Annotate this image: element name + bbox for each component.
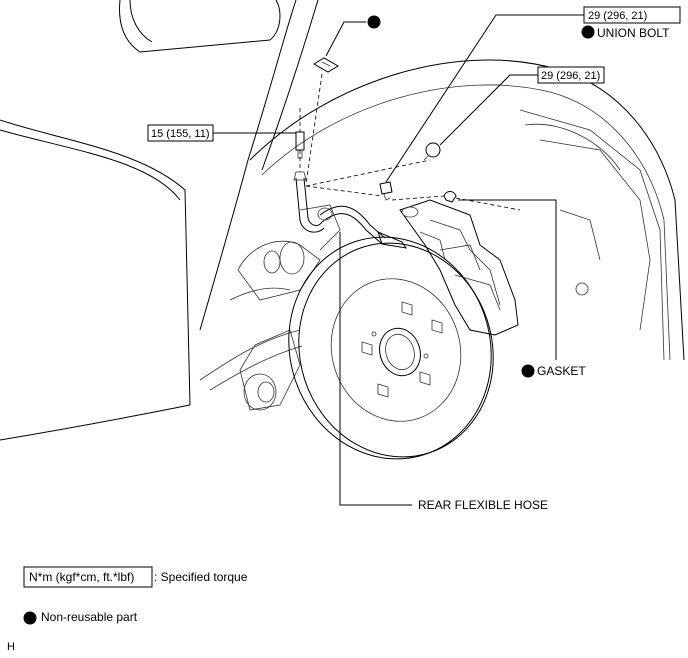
torque-callout-bleeder: 29 (296, 21) xyxy=(537,66,605,84)
legend-non-reusable-icon xyxy=(23,611,37,625)
union-bolt-label: UNION BOLT xyxy=(581,25,670,40)
torque-value-fitting: 15 (155, 11) xyxy=(151,128,210,140)
brake-caliper xyxy=(399,199,519,336)
alignment-dashed-lines xyxy=(299,73,521,211)
bleeder-bolt-part xyxy=(423,142,441,161)
suspension-assembly xyxy=(199,204,341,411)
torque-value-bleeder: 29 (296, 21) xyxy=(541,70,600,82)
leader-lines xyxy=(213,14,584,506)
torque-callout-fitting: 15 (155, 11) xyxy=(147,124,214,142)
torque-legend-desc: : Specified torque xyxy=(154,570,248,584)
nonreusable-legend-desc: Non-reusable part xyxy=(41,610,138,624)
brake-disc-rotor xyxy=(288,236,494,460)
figure-code: H xyxy=(7,641,15,653)
wheel-studs xyxy=(361,301,443,398)
vehicle-body-outline xyxy=(0,0,685,441)
gasket-text: GASKET xyxy=(537,364,586,378)
rear-flexible-hose-label: REAR FLEXIBLE HOSE xyxy=(418,498,548,512)
clip-non-reusable-icon xyxy=(367,15,381,29)
legend: N*m (kgf*cm, ft.*lbf) : Specified torque… xyxy=(23,566,248,625)
gasket-part xyxy=(443,191,457,203)
torque-value-union-bolt: 29 (296, 21) xyxy=(588,10,647,22)
torque-legend-units: N*m (kgf*cm, ft.*lbf) xyxy=(29,570,134,584)
non-reusable-icon xyxy=(581,25,595,39)
torque-legend-box xyxy=(23,566,153,588)
union-bolt-part xyxy=(379,181,393,201)
torque-callout-union-bolt: 29 (296, 21) xyxy=(583,6,681,24)
brake-hose-lines xyxy=(293,131,408,249)
hose-clip xyxy=(313,57,339,73)
gasket-non-reusable-icon xyxy=(521,364,535,378)
gasket-label: GASKET xyxy=(521,364,586,378)
union-bolt-text: UNION BOLT xyxy=(597,26,670,40)
